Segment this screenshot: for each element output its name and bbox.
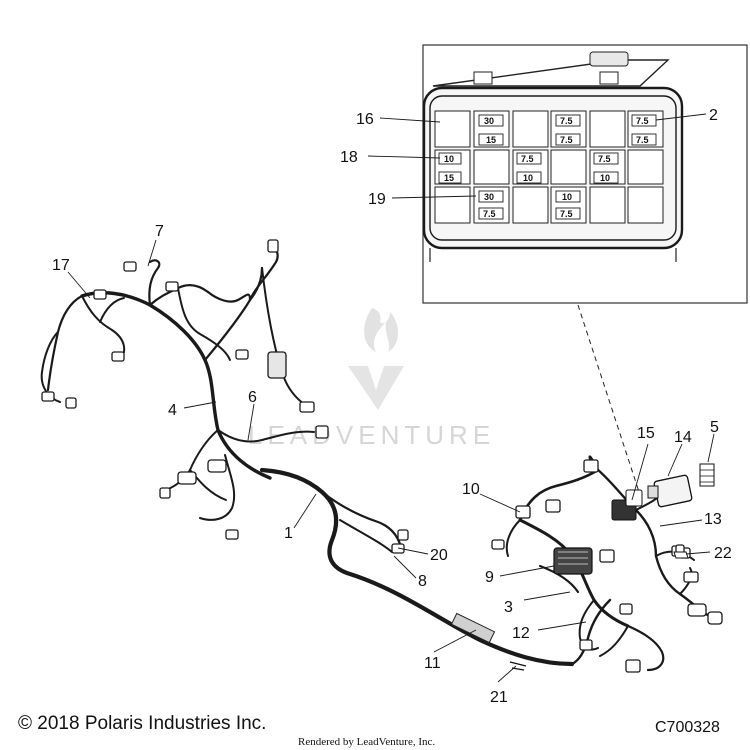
callout-8: 8	[418, 573, 427, 590]
connectors	[41, 239, 723, 673]
fuse-value: 7.5	[483, 209, 496, 219]
fuse-value: 7.5	[560, 116, 573, 126]
v-watermark-icon	[348, 366, 404, 410]
control-module	[647, 474, 693, 508]
fuse-value: 30	[484, 116, 494, 126]
fuse-box-inset: 30 15 7.5 7.5 7.5 7.5 10 15 7.5 10 7.5 1…	[422, 44, 748, 304]
connector-icon	[583, 459, 599, 473]
callout-16: 16	[356, 111, 374, 128]
connector-icon	[683, 571, 699, 583]
fuse-value: 15	[444, 173, 454, 183]
connector-icon	[165, 281, 179, 292]
connector-icon	[391, 543, 405, 554]
callout-22: 22	[714, 545, 732, 562]
connector-icon	[625, 659, 641, 673]
fuse-box-component	[553, 547, 593, 575]
callout-10: 10	[462, 481, 480, 498]
fuse-box-latch	[589, 51, 629, 67]
callout-11: 11	[424, 655, 441, 672]
part-code: C700328	[655, 719, 720, 736]
relay-component	[611, 489, 643, 521]
connector-icon	[397, 529, 409, 541]
watermark-text: LEADVENTURE	[248, 420, 495, 450]
fuse-value: 10	[562, 192, 572, 202]
connector-icon	[545, 499, 561, 513]
connector-icon	[207, 459, 227, 473]
fuse-value: 7.5	[560, 209, 573, 219]
fuse-value: 10	[523, 173, 533, 183]
connector-icon	[687, 603, 707, 617]
callout-21: 21	[490, 689, 508, 706]
connector-icon	[41, 391, 55, 402]
connector-icon	[491, 539, 505, 550]
callout-18: 18	[340, 149, 358, 166]
connector-icon	[599, 549, 615, 563]
callout-2: 2	[709, 107, 718, 124]
connector-icon	[111, 351, 125, 362]
fuse-value: 7.5	[560, 135, 573, 145]
connector-icon	[177, 471, 197, 485]
detail-link-dashed	[577, 304, 641, 496]
callout-6: 6	[248, 389, 257, 406]
callout-1: 1	[284, 525, 293, 542]
callout-15: 15	[637, 425, 655, 442]
connector-icon	[159, 487, 171, 499]
fuse-strip	[699, 463, 715, 487]
large-connector-icon	[267, 351, 287, 379]
flame-watermark-icon	[364, 308, 398, 352]
fuse-value: 15	[486, 135, 496, 145]
fuse-box-cover	[432, 59, 670, 87]
leader-lines	[67, 113, 715, 683]
callout-7: 7	[155, 223, 164, 240]
terminal-22	[673, 551, 689, 559]
copyright-text: © 2018 Polaris Industries Inc.	[18, 713, 266, 734]
callout-5: 5	[710, 419, 719, 436]
callout-20: 20	[430, 547, 448, 564]
fuse-value: 10	[444, 154, 454, 164]
fuse-value: 7.5	[521, 154, 534, 164]
connector-icon	[315, 425, 329, 439]
fuse-value: 7.5	[636, 116, 649, 126]
fuse-value: 7.5	[636, 135, 649, 145]
connector-icon	[267, 239, 279, 253]
fuse-box-tab-right	[599, 71, 619, 85]
components	[509, 463, 715, 671]
fuse-value: 7.5	[598, 154, 611, 164]
callout-13: 13	[704, 511, 722, 528]
connector-icon	[299, 401, 315, 413]
connector-icon	[93, 289, 107, 300]
rear-harness	[505, 455, 714, 672]
fuse-labels	[438, 114, 657, 220]
fuse-value: 30	[484, 192, 494, 202]
callout-9: 9	[485, 569, 494, 586]
upper-harness	[40, 242, 315, 521]
leadventure-watermark: LEADVENTURE	[248, 308, 495, 450]
callout-3: 3	[504, 599, 513, 616]
connector-icon	[619, 603, 633, 615]
connector-icon	[707, 611, 723, 625]
callout-17: 17	[52, 257, 70, 274]
fuse-value: 10	[600, 173, 610, 183]
connector-icon	[65, 397, 77, 409]
connector-icon	[515, 505, 531, 519]
callout-12: 12	[512, 625, 530, 642]
callouts: 1 2 3 4 5 6 7 8 9 10 11 12 13 14 15 16 1…	[52, 107, 732, 706]
connector-icon	[225, 529, 239, 540]
connector-icon	[123, 261, 137, 272]
fuse-box-legs	[429, 248, 677, 262]
connector-icon	[235, 349, 249, 360]
rendered-by-credit: Rendered by LeadVenture, Inc.	[298, 736, 435, 748]
connector-icon	[579, 639, 593, 651]
callout-4: 4	[168, 402, 177, 419]
callout-14: 14	[674, 429, 692, 446]
callout-19: 19	[368, 191, 386, 208]
fuse-box-inner	[429, 95, 677, 241]
fuse-box-tab-left	[473, 71, 493, 85]
